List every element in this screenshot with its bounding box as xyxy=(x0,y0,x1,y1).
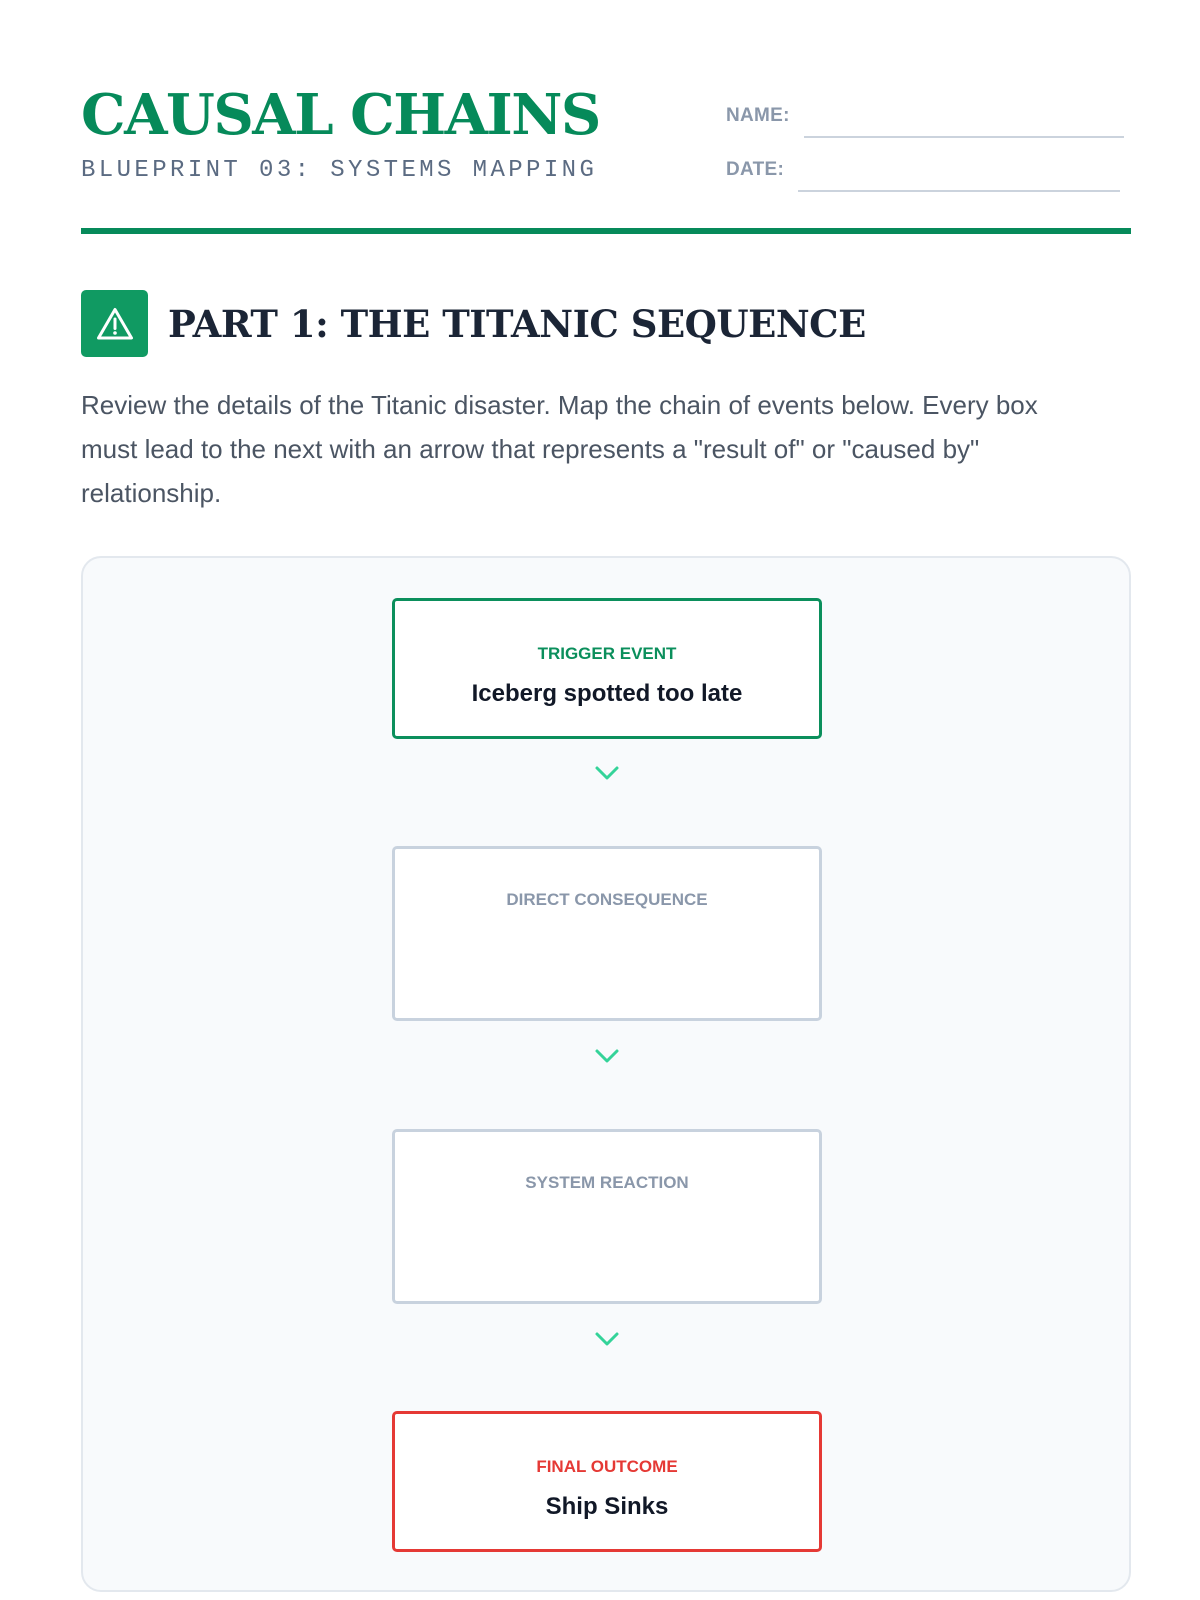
section-title: PART 1: THE TITANIC SEQUENCE xyxy=(168,301,866,346)
chevron-down-icon xyxy=(595,1332,619,1346)
section-heading: PART 1: THE TITANIC SEQUENCE xyxy=(81,290,866,357)
trigger-event-box: TRIGGER EVENT Iceberg spotted too late xyxy=(392,598,822,739)
header-divider xyxy=(81,228,1131,234)
box-label: FINAL OUTCOME xyxy=(536,1457,678,1476)
final-outcome-box: FINAL OUTCOME Ship Sinks xyxy=(392,1411,822,1552)
system-reaction-box[interactable]: SYSTEM REACTION xyxy=(392,1129,822,1304)
chevron-down-icon xyxy=(595,766,619,780)
direct-consequence-box[interactable]: DIRECT CONSEQUENCE xyxy=(392,846,822,1021)
causal-chain-panel: TRIGGER EVENT Iceberg spotted too late D… xyxy=(81,556,1131,1592)
box-text: Ship Sinks xyxy=(545,1493,669,1520)
page-subtitle: BLUEPRINT 03: SYSTEMS MAPPING xyxy=(81,157,598,184)
instructions-paragraph: Review the details of the Titanic disast… xyxy=(81,390,1038,508)
chevron-down-icon xyxy=(595,1049,619,1063)
box-label: DIRECT CONSEQUENCE xyxy=(506,890,708,909)
date-field-row: DATE: xyxy=(726,152,1121,192)
name-write-line[interactable] xyxy=(803,136,1124,138)
date-label: DATE: xyxy=(726,159,785,180)
worksheet-header: CAUSAL CHAINS BLUEPRINT 03: SYSTEMS MAPP… xyxy=(81,82,1131,236)
page-title: CAUSAL CHAINS xyxy=(81,82,601,148)
name-field-row: NAME: xyxy=(726,98,1124,138)
box-text: Iceberg spotted too late xyxy=(471,680,743,707)
box-label: TRIGGER EVENT xyxy=(537,644,677,663)
name-label: NAME: xyxy=(726,105,790,126)
warning-triangle-icon xyxy=(81,290,148,357)
date-write-line[interactable] xyxy=(798,190,1121,192)
box-label: SYSTEM REACTION xyxy=(525,1173,689,1192)
